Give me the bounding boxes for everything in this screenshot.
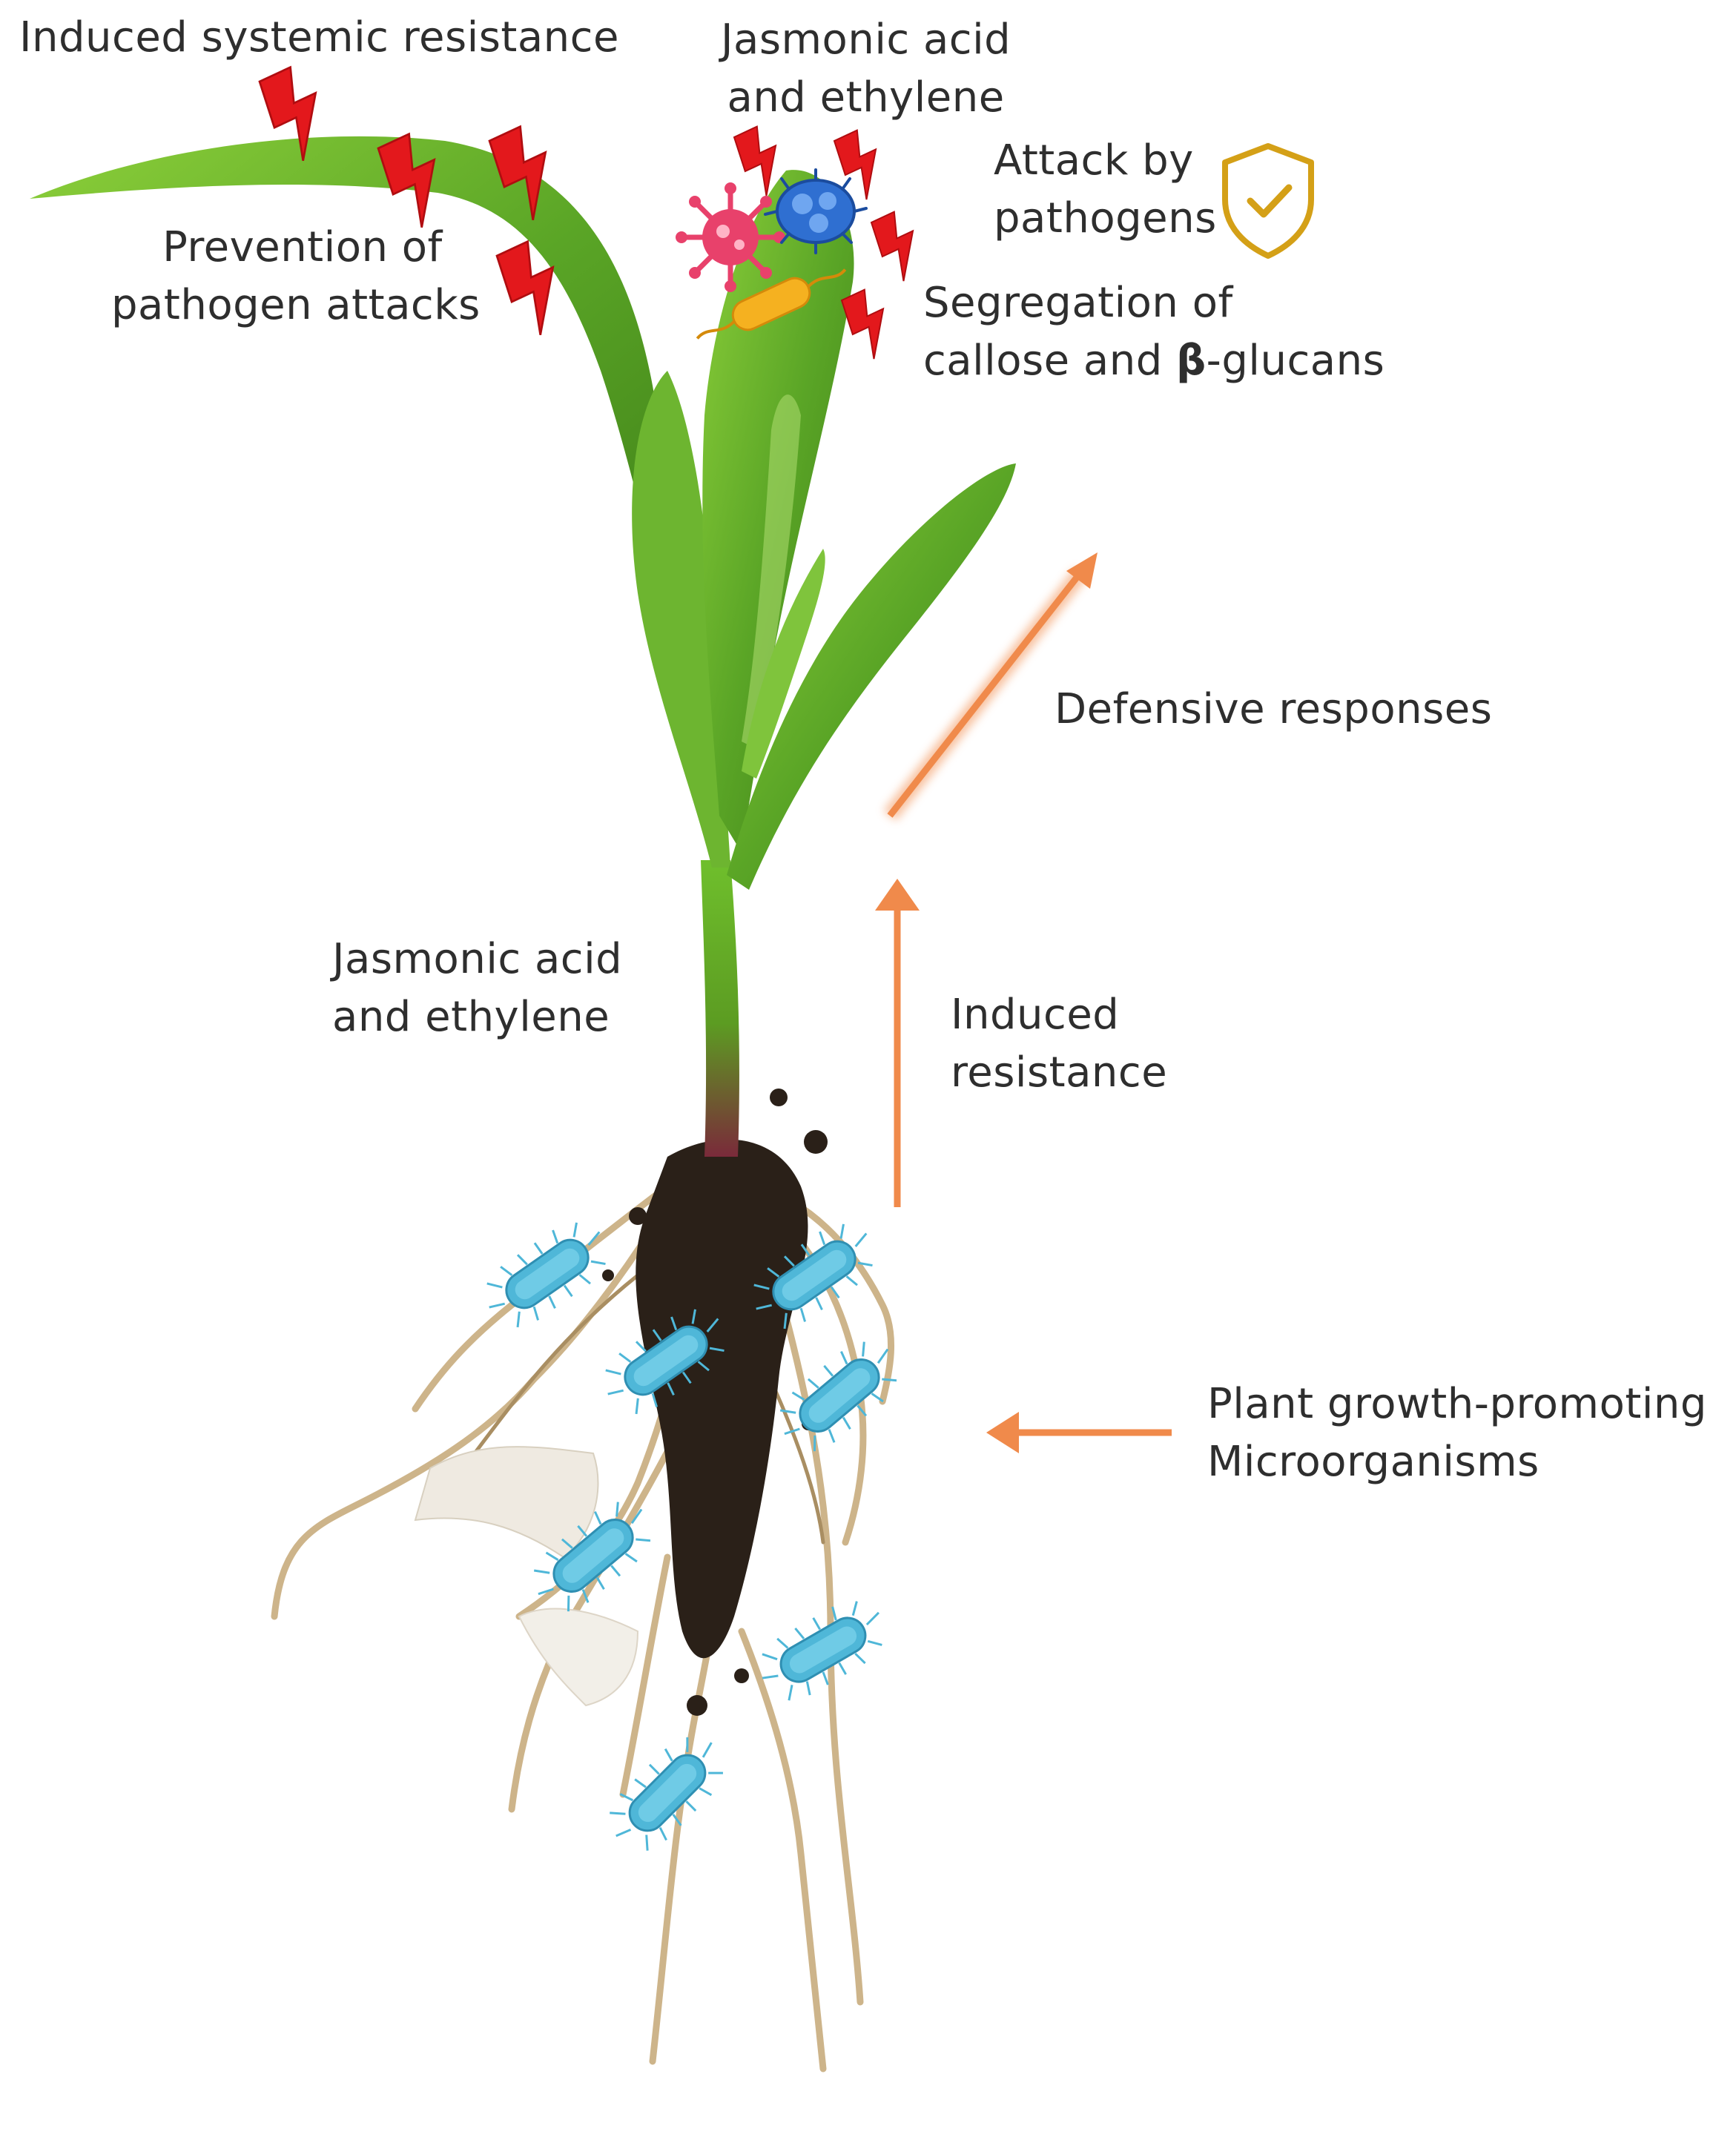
label-line: pathogens: [994, 194, 1217, 242]
root-bacterium-icon: [595, 1721, 739, 1865]
label-pgpm: Plant growth-promoting Microorganisms: [1207, 1375, 1707, 1491]
label-line: Microorganisms: [1207, 1438, 1539, 1486]
arrow-pgpm: [986, 1412, 1172, 1453]
label-induced-resistance: Induced resistance: [951, 986, 1167, 1102]
lightning-icon: [866, 207, 931, 286]
label-defensive-responses: Defensive responses: [1055, 681, 1492, 739]
rod-bacterium-icon: [696, 268, 847, 340]
label-prevention-of-pathogen-attacks: Prevention of pathogen attacks: [111, 219, 481, 334]
label-text: Defensive responses: [1055, 685, 1493, 733]
root-bacterium-icon: [747, 1587, 899, 1713]
label-line: resistance: [951, 1048, 1168, 1097]
label-segregation: Segregation of callose and β-glucans: [923, 274, 1384, 390]
leaf-center: [632, 371, 730, 868]
leaf-long-left: [30, 136, 697, 660]
label-line: Plant growth-promoting: [1207, 1380, 1707, 1428]
bacteria-icon: [764, 168, 868, 254]
label-part: callose and: [923, 337, 1177, 385]
label-line: Induced: [951, 991, 1120, 1039]
label-line: Segregation of: [923, 279, 1233, 327]
virus-icon: [676, 182, 785, 292]
label-induced-systemic-resistance: Induced systemic resistance: [19, 9, 619, 67]
leaf-right: [727, 463, 1016, 890]
label-jasmonic-acid-top: Jasmonic acid and ethylene: [721, 11, 1011, 127]
root-husk: [414, 1446, 599, 1559]
lightning-icon: [836, 285, 902, 364]
label-attack-by-pathogens: Attack by pathogens: [994, 132, 1217, 248]
label-line: Jasmonic acid: [332, 935, 623, 983]
arrow-defensive-responses: [883, 552, 1098, 821]
corn-plant: [30, 136, 1016, 2072]
label-line: pathogen attacks: [111, 281, 481, 329]
label-line: and ethylene: [332, 993, 610, 1041]
label-text: Induced systemic resistance: [19, 13, 619, 62]
label-line: Prevention of: [162, 223, 443, 271]
label-line: Jasmonic acid: [721, 16, 1011, 64]
stem: [701, 860, 739, 1157]
label-jasmonic-acid-mid: Jasmonic acid and ethylene: [332, 931, 622, 1046]
label-line: Attack by: [994, 136, 1194, 185]
shield-check-icon: [1222, 143, 1314, 259]
label-line: and ethylene: [727, 73, 1005, 122]
beta-symbol: β: [1176, 337, 1207, 385]
label-part: -glucans: [1206, 337, 1385, 385]
label-line-2: callose and β-glucans: [923, 332, 1384, 390]
arrow-induced-resistance: [875, 879, 920, 1207]
